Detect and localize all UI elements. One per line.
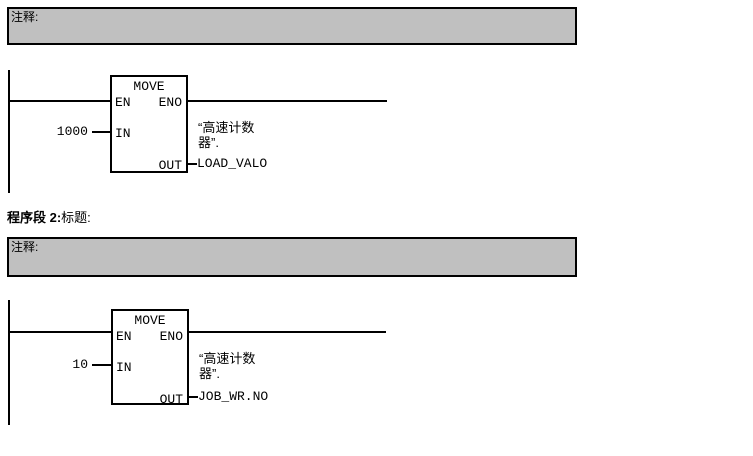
network1-out-operand-member[interactable]: LOAD_VALO	[197, 156, 268, 171]
network2-wire-eno	[189, 331, 386, 333]
network1-wire-eno	[188, 100, 387, 102]
pin-in-label: IN	[115, 126, 131, 141]
network1-comment-field[interactable]: 注释:	[7, 7, 577, 45]
block-title: MOVE	[134, 313, 166, 328]
network2-out-stub	[189, 396, 198, 398]
network1-move-block[interactable]: MOVE EN ENO IN OUT	[110, 75, 188, 173]
network2-wire-en	[8, 331, 111, 333]
network2-title-label[interactable]: 标题:	[61, 210, 91, 225]
network2-out-operand-db-line1[interactable]: “高速计数	[199, 351, 256, 366]
network2-power-rail	[8, 300, 10, 425]
network1-out-stub	[188, 163, 197, 165]
pin-out-label: OUT	[158, 158, 182, 173]
pin-out-label: OUT	[159, 392, 183, 407]
network2-move-block[interactable]: MOVE EN ENO IN OUT	[111, 309, 189, 407]
pin-en-label: EN	[115, 95, 131, 110]
pin-eno-label: ENO	[159, 329, 183, 344]
network1-wire-en	[8, 100, 110, 102]
network2-out-operand-member[interactable]: JOB_WR.NO	[198, 389, 269, 404]
network1-in-operand[interactable]: 1000	[56, 124, 88, 139]
network1-out-operand-db-line1[interactable]: “高速计数	[198, 120, 255, 135]
network2-comment-field[interactable]: 注释:	[7, 237, 577, 277]
pin-eno-label: ENO	[158, 95, 182, 110]
pin-in-label: IN	[116, 360, 132, 375]
network1-in-stub	[92, 131, 110, 133]
network1-power-rail	[8, 70, 10, 193]
block-title: MOVE	[133, 79, 165, 94]
network2-title-row[interactable]: 程序段 2:标题:	[7, 211, 91, 225]
pin-en-label: EN	[116, 329, 132, 344]
network1-out-operand-db-line2[interactable]: 器”.	[198, 135, 219, 150]
network2-number-label: 程序段 2:	[7, 210, 62, 225]
network2-in-stub	[92, 364, 111, 366]
network2-out-operand-db-line2[interactable]: 器”.	[199, 366, 220, 381]
network2-in-operand[interactable]: 10	[72, 357, 88, 372]
